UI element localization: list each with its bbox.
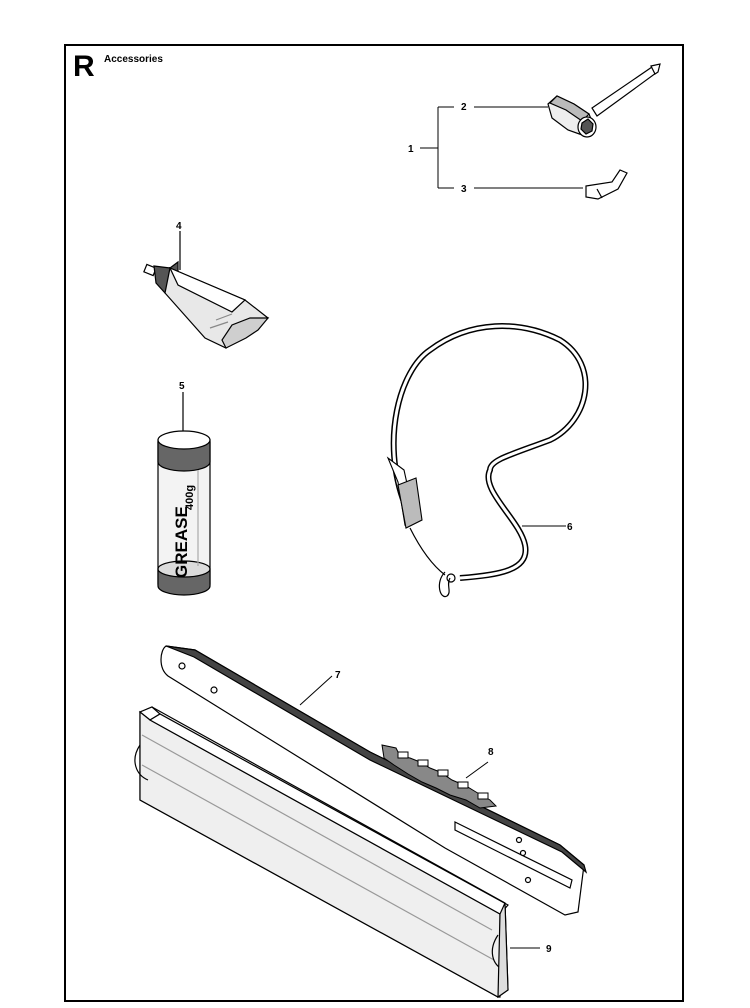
callout-7-leader bbox=[299, 675, 333, 706]
diagram-frame bbox=[64, 44, 684, 1002]
callout-9: 9 bbox=[546, 944, 552, 955]
callout-8: 8 bbox=[488, 747, 494, 758]
callout-5: 5 bbox=[179, 381, 185, 392]
grease-tube-icon bbox=[143, 231, 270, 349]
grease-brand-label: GREASE bbox=[172, 506, 191, 578]
callout-6: 6 bbox=[567, 522, 573, 533]
hex-key-icon bbox=[585, 169, 628, 200]
bar-cover-icon bbox=[134, 706, 540, 999]
grease-cartridge-icon bbox=[157, 392, 211, 596]
grease-weight-label: 400g bbox=[184, 485, 196, 510]
callout-1-bracket bbox=[420, 106, 583, 189]
combination-spanner-icon bbox=[547, 63, 661, 138]
callout-2: 2 bbox=[461, 102, 467, 113]
callout-4: 4 bbox=[176, 221, 182, 232]
callout-1: 1 bbox=[408, 144, 414, 155]
section-title: Accessories bbox=[104, 54, 163, 65]
guide-bar-icon bbox=[160, 645, 588, 916]
harness-strap-icon bbox=[386, 323, 589, 598]
saw-chain-icon bbox=[381, 744, 498, 809]
callout-3: 3 bbox=[461, 184, 467, 195]
callout-7: 7 bbox=[335, 670, 341, 681]
section-letter: R bbox=[73, 50, 95, 83]
